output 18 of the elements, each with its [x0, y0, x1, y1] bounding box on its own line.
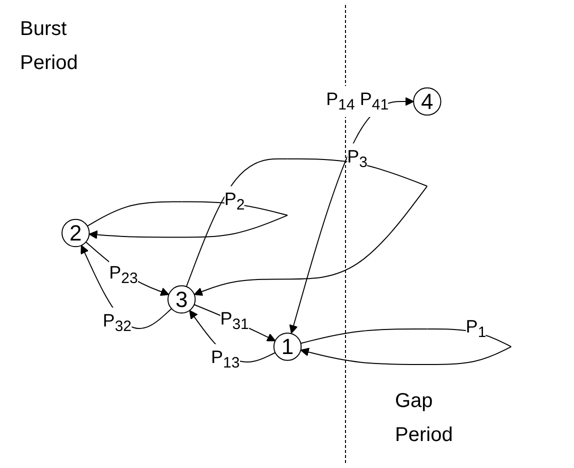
- edge-label: P$_{2}$: [224, 189, 246, 214]
- arrow: [290, 97, 414, 334]
- edge-label: P$_{3}$: [348, 146, 368, 171]
- region-label: Burst Period: [20, 17, 79, 76]
- node-circle: 2: [62, 218, 90, 248]
- node-circle: 4: [413, 87, 442, 116]
- edge-label: P$_{13}$: [211, 346, 240, 372]
- node-circle: 1: [274, 332, 302, 361]
- edge-label: P$_{14}$ P$_{41}$: [326, 88, 389, 114]
- arrow: [194, 304, 276, 342]
- edge-label: P$_{23}$: [109, 262, 138, 287]
- edge-label: P$_{31}$: [220, 308, 250, 334]
- node-circle: 3: [168, 285, 196, 314]
- arrow: [86, 241, 170, 296]
- edge-label: P$_{32}$: [103, 310, 132, 336]
- edge-label: P$_{1}$: [466, 316, 486, 341]
- region-label: Gap Period: [395, 389, 454, 448]
- arrow: [81, 244, 172, 329]
